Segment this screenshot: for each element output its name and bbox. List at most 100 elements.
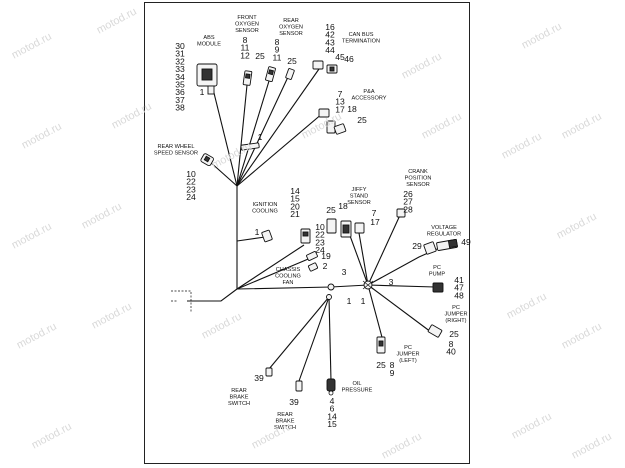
chassis-cooling-fan-label: CHASSIS: [276, 267, 301, 273]
chassis-group-part-number: 10: [315, 222, 325, 232]
rear-oxygen-part-number: 9: [275, 45, 280, 55]
abs-module-part-number: 35: [175, 80, 185, 90]
pc-jumper-right-part-number: 40: [446, 347, 456, 357]
front-oxygen-part-number: 12: [240, 50, 250, 60]
cooling-group-part-number: 14: [290, 186, 300, 196]
chassis-cooling-fan-label: COOLING: [275, 274, 301, 280]
wire-hub: [236, 284, 369, 290]
wire-rear-wheel-speed: [208, 160, 238, 187]
wire-rear-oxygen: [236, 80, 270, 187]
chassis-cooling-fan-pin: 2: [323, 261, 328, 271]
watermark-text: motod.ru: [94, 5, 139, 37]
watermark-text: motod.ru: [9, 30, 54, 62]
wire-front-oxygen: [236, 84, 248, 187]
cooling-group-part-number: 20: [290, 201, 300, 211]
watermark-text: motod.ru: [19, 120, 64, 152]
chassis-group-part-number: 24: [315, 245, 325, 255]
watermark-text: motod.ru: [509, 410, 554, 442]
wire-jiffy-stand: [348, 232, 369, 286]
rear-wheel-speed-part-number: 22: [186, 177, 196, 187]
voltage-regulator-connector: [423, 238, 458, 255]
pa-accessory-part-number: 17: [335, 104, 345, 114]
crank-position-label: POSITION: [405, 176, 432, 182]
abs-module-part-number: 32: [175, 56, 185, 66]
front-oxygen-label: FRONT: [237, 15, 257, 21]
abs-module-pin: 1: [200, 87, 205, 97]
crank-position-label: SENSOR: [406, 182, 430, 188]
pc-jumper-right-connector: [427, 324, 443, 338]
voltage-regulator-label: VOLTAGE: [431, 225, 457, 231]
pc-jumper-left-label: (LEFT): [399, 358, 417, 364]
pc-jumper-left-part-number: 25: [376, 360, 386, 370]
pc-jumper-left-part-number: 8: [390, 360, 395, 370]
chassis-cooling-fan-label: FAN: [283, 280, 294, 286]
rear-brake-switch-1-label: SWITCH: [228, 401, 250, 407]
rear-oxygen-label: REAR: [283, 18, 299, 24]
voltage-regulator-pin: 49: [461, 237, 471, 247]
pc-pump-label: PC: [433, 265, 441, 271]
can-bus-part-number: 42: [325, 30, 335, 40]
rear-wheel-speed-connector: [200, 153, 214, 167]
pc-jumper-right-label: JUMPER: [445, 312, 468, 318]
watermark-text: motod.ru: [9, 220, 54, 252]
jiffy-stand-pin: 17: [370, 217, 380, 227]
ignition-cooling-label: COOLING: [252, 209, 278, 215]
connectors: [196, 60, 458, 396]
oil-pressure-label: PRESSURE: [342, 388, 373, 394]
crank-position-part-number: 28: [403, 204, 413, 214]
wire-can-bus: [236, 68, 320, 187]
ignition-cooling-pin: 1: [255, 227, 260, 237]
rear-brake-switch-1-pin: 39: [254, 373, 264, 383]
rear-oxygen-part-number: 11: [273, 52, 282, 62]
inline-connector-1: [240, 142, 260, 151]
oil-pressure-part-number: 14: [327, 411, 337, 421]
pc-jumper-left-part-number: 9: [390, 368, 395, 378]
watermark-text: motod.ru: [559, 320, 604, 352]
chassis-group-part-number: 22: [315, 230, 325, 240]
wire-chassis-group: [236, 244, 305, 290]
rear-oxygen-label: SENSOR: [279, 31, 303, 37]
cooling-group-part-number: 21: [290, 209, 300, 219]
chassis-group-connector: [300, 228, 311, 244]
watermark-text: motod.ru: [504, 290, 549, 322]
harness-wires: [171, 68, 438, 382]
abs-module-label: ABS: [203, 35, 214, 41]
rear-oxygen-part-number: 8: [275, 37, 280, 47]
pc-pump-part-number: 48: [454, 290, 464, 300]
pa-accessory-pin: 25: [357, 115, 367, 125]
front-oxygen-label: OXYGEN: [235, 22, 259, 28]
wire-pc-jumper-right: [367, 284, 436, 336]
hub-pin: 3: [342, 267, 347, 277]
pc-jumper-left-connector: [376, 336, 386, 354]
pc-jumper-left-label: JUMPER: [397, 352, 420, 358]
pa-accessory-pin: 18: [347, 104, 357, 114]
can-bus-label: TERMINATION: [342, 39, 380, 45]
rear-wheel-speed-part-number: 10: [186, 169, 196, 179]
inline-connector-pin: 1: [258, 132, 263, 142]
watermark-text: motod.ru: [559, 110, 604, 142]
voltage-regulator-label: REGULATOR: [427, 232, 461, 238]
watermark-text: motod.ru: [554, 210, 599, 242]
rear-wheel-speed-label: SPEED SENSOR: [154, 151, 198, 157]
pc-jumper-right-part-number: 8: [449, 339, 454, 349]
rear-oxygen-label: OXYGEN: [279, 25, 303, 31]
abs-module-part-number: 34: [175, 72, 185, 82]
wiring-harness-diagram: ABSMODULE3031323334353637381FRONTOXYGENS…: [154, 15, 471, 431]
rear-oxygen-connector: [265, 66, 276, 83]
crank-position-part-number: 27: [403, 197, 413, 207]
jiffy-stand-label: JIFFY: [352, 187, 367, 193]
oil-pressure-label: OIL: [352, 381, 361, 387]
pc-jumper-right-label: (RIGHT): [445, 318, 466, 324]
rear-brake-switch-2-label: REAR: [277, 412, 293, 418]
front-oxygen-label: SENSOR: [235, 28, 259, 34]
jiffy-stand-connector: [326, 218, 365, 238]
watermark-text: motod.ru: [499, 130, 544, 162]
pc-pump-connector: [432, 282, 444, 293]
rear-brake-switch-2-label: BRAKE: [276, 419, 295, 425]
front-oxygen-connector: [242, 70, 253, 86]
wire-front-fork: [236, 76, 289, 187]
oil-pressure-part-number: 15: [327, 419, 337, 429]
chassis-fan-connector: [306, 251, 319, 272]
can-bus-label: CAN BUS: [349, 32, 374, 38]
